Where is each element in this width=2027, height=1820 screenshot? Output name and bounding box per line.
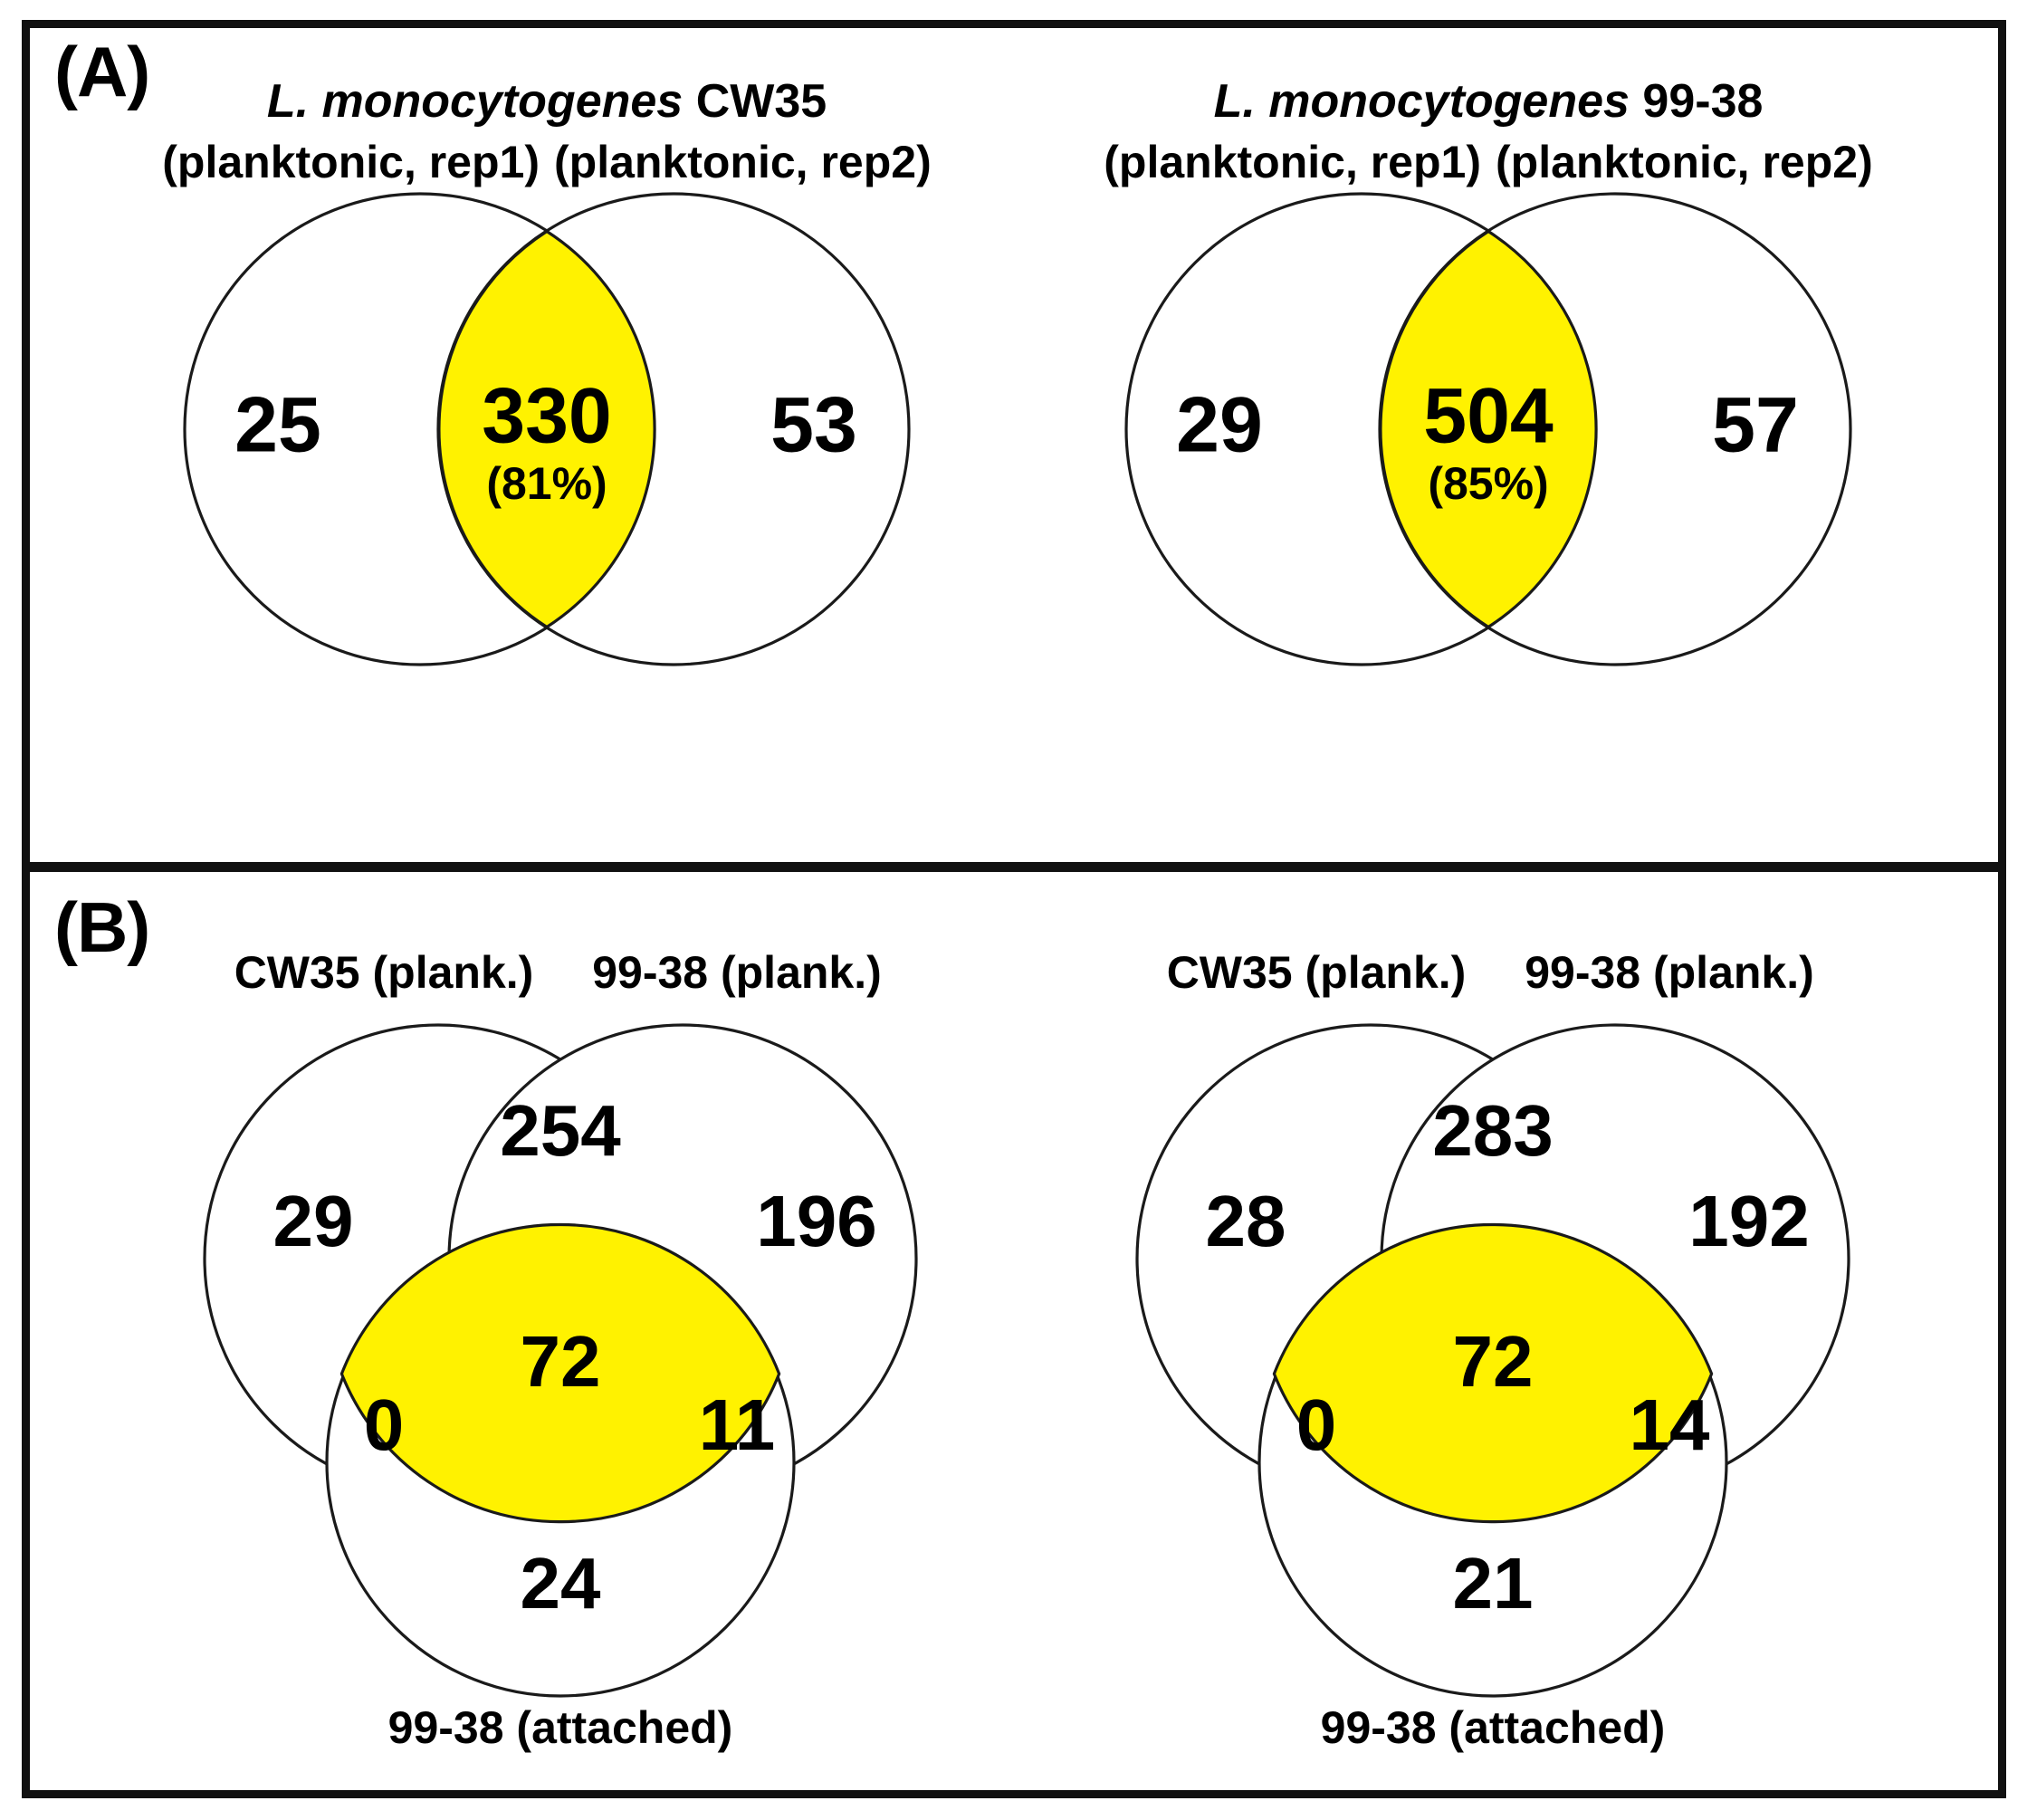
venn-count-cw35-and-attached: 0: [364, 1384, 405, 1465]
venn-b-right-graphic: CW35 (plank.) 99-38 (plank.) 28 283 192 …: [1027, 947, 1959, 1770]
panel-b-letter: (B): [54, 887, 150, 967]
venn-count-rep2-only: 53: [770, 382, 857, 469]
venn-count-9938-plank-and-attached: 11: [699, 1384, 776, 1465]
venn-count-cw35-and-attached: 0: [1296, 1384, 1337, 1465]
venn-9938-planktonic-replicates: L. monocytogenes 99-38 (planktonic, rep1…: [1018, 20, 1959, 871]
venn-count-intersection: 504: [1423, 373, 1554, 460]
strain-name: CW35: [695, 75, 827, 128]
venn-count-rep1-only: 25: [234, 382, 321, 469]
venn-count-attached-only: 21: [1453, 1543, 1534, 1624]
venn-count-9938-plank-only: 196: [756, 1181, 876, 1261]
venn2-svg-left: 25 330 (81%) 53: [183, 192, 911, 666]
set-label-rep1: (planktonic, rep1): [162, 137, 540, 187]
strain-name: 99-38: [1642, 75, 1764, 128]
venn-b-left-graphic: CW35 (plank.) 99-38 (plank.) 29 254 196 …: [94, 947, 1027, 1770]
venn-count-all-three: 72: [521, 1321, 601, 1402]
venn-percent-intersection: (85%): [1428, 458, 1548, 509]
set-label-9938-plank: 99-38 (plank.): [1525, 947, 1814, 998]
venn-count-all-three: 72: [1453, 1321, 1534, 1402]
venn-a-right-graphic: 29 504 (85%) 57: [1018, 192, 1959, 666]
venn-a-right-title: L. monocytogenes 99-38: [1018, 74, 1959, 129]
panel-a: (A) L. monocytogenes CW35 (planktonic, r…: [22, 20, 2006, 871]
venn-a-right-set-labels: (planktonic, rep1) (planktonic, rep2): [1018, 136, 1959, 188]
venn-intersection-lens: [437, 229, 656, 629]
species-name: L. monocytogenes: [266, 75, 684, 128]
panel-a-letter: (A): [54, 32, 150, 111]
set-label-rep2: (planktonic, rep2): [554, 137, 932, 187]
species-name: L. monocytogenes: [1213, 75, 1630, 128]
venn-count-intersection: 330: [482, 373, 612, 460]
venn-count-9938-plank-and-attached: 14: [1630, 1384, 1710, 1465]
venn-count-cw35-only: 28: [1206, 1181, 1286, 1261]
venn-percent-intersection: (81%): [486, 458, 607, 509]
venn-a-left-title: L. monocytogenes CW35: [76, 74, 1018, 129]
set-label-cw35-plank: CW35 (plank.): [1167, 947, 1467, 998]
venn-count-rep2-only: 57: [1712, 382, 1799, 469]
panel-b: (B) CW35 (plank.) 99-38 (plank.) 29 254 …: [22, 872, 2006, 1798]
venn-count-attached-only: 24: [521, 1543, 601, 1624]
venn-count-rep1-only: 29: [1176, 382, 1263, 469]
set-label-9938-plank: 99-38 (plank.): [592, 947, 882, 998]
venn-count-9938-plank-only: 192: [1688, 1181, 1809, 1261]
panel-divider: [22, 862, 2006, 872]
venn-triple-intersection: [339, 1222, 781, 1524]
venn-count-cw35-and-9938-plank: 283: [1432, 1090, 1553, 1171]
venn-triple-intersection: [1272, 1222, 1714, 1524]
set-label-9938-attached: 99-38 (attached): [388, 1702, 733, 1753]
venn-three-way-right: CW35 (plank.) 99-38 (plank.) 28 283 192 …: [1027, 872, 1959, 1798]
venn-a-left-graphic: 25 330 (81%) 53: [76, 192, 1018, 666]
venn3-svg-left: CW35 (plank.) 99-38 (plank.) 29 254 196 …: [203, 947, 918, 1753]
venn-count-cw35-and-9938-plank: 254: [500, 1090, 621, 1171]
venn-intersection-lens: [1379, 229, 1598, 629]
venn-a-left-set-labels: (planktonic, rep1) (planktonic, rep2): [76, 136, 1018, 188]
venn-three-way-left: CW35 (plank.) 99-38 (plank.) 29 254 196 …: [94, 872, 1027, 1798]
set-label-rep2: (planktonic, rep2): [1496, 137, 1873, 187]
venn2-svg-right: 29 504 (85%) 57: [1124, 192, 1852, 666]
venn-count-cw35-only: 29: [273, 1181, 354, 1261]
venn-cw35-planktonic-replicates: L. monocytogenes CW35 (planktonic, rep1)…: [76, 20, 1018, 871]
set-label-cw35-plank: CW35 (plank.): [234, 947, 534, 998]
set-label-rep1: (planktonic, rep1): [1104, 137, 1481, 187]
set-label-9938-attached: 99-38 (attached): [1321, 1702, 1666, 1753]
venn3-svg-right: CW35 (plank.) 99-38 (plank.) 28 283 192 …: [1135, 947, 1850, 1753]
